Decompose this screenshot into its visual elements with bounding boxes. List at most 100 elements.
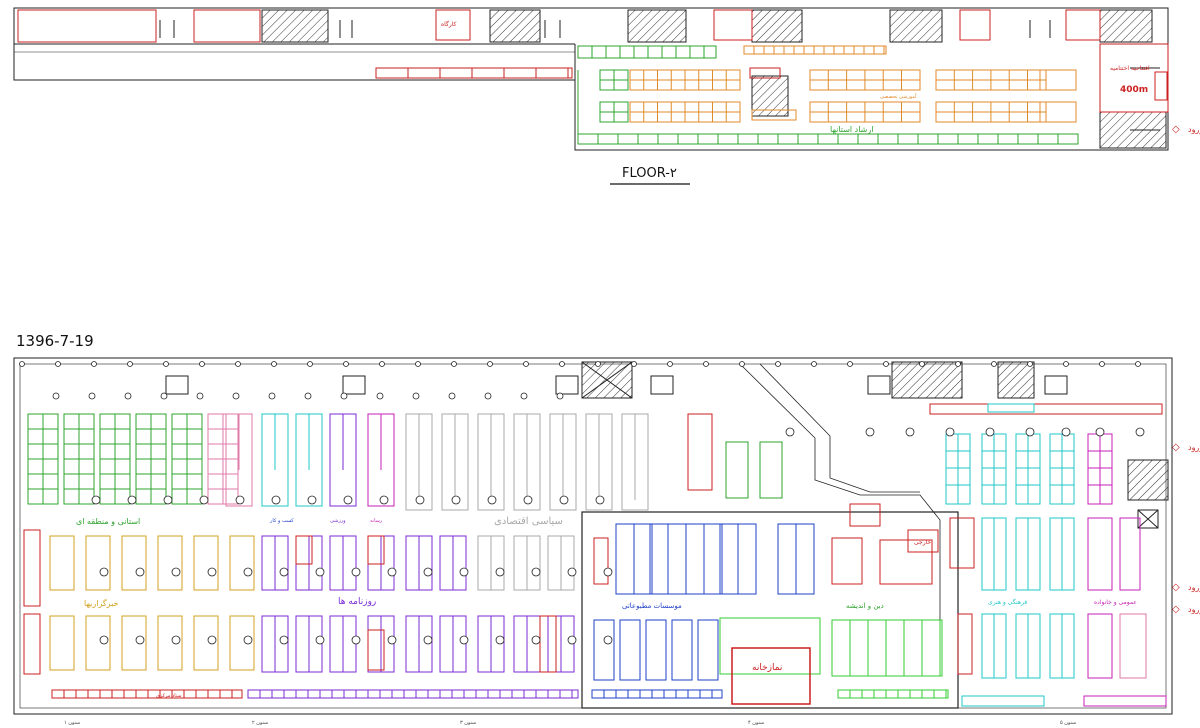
column-circle [279, 567, 289, 577]
column-circle [127, 495, 137, 505]
booth [1087, 517, 1113, 591]
entry-arrow-icon: ◇ [1172, 442, 1180, 453]
column-circle [1099, 361, 1105, 367]
footer-marker: ستون ۴ [748, 720, 764, 726]
footer-markers: ستون ۱ ستون ۲ ستون ۳ ستون ۴ ستون ۵ [64, 720, 1076, 726]
booth-red [367, 629, 385, 671]
column-circle [271, 361, 277, 367]
column-circle [1063, 361, 1069, 367]
column-circle [387, 635, 397, 645]
booth-blue [593, 619, 615, 681]
booth-red [23, 613, 41, 675]
entry-label-3: ورود [1188, 605, 1200, 614]
column-circle [595, 361, 601, 367]
column-circle [991, 361, 997, 367]
column-circle [127, 361, 133, 367]
column-circle [451, 495, 461, 505]
footer-marker: ستون ۲ [252, 720, 268, 726]
column-circle [135, 567, 145, 577]
booth-red [849, 503, 881, 527]
column-circle [703, 361, 709, 367]
booth [1087, 613, 1113, 679]
column-circle [232, 392, 240, 400]
booth-red [687, 413, 713, 491]
booth-gold [157, 615, 183, 671]
column-circle [905, 427, 915, 437]
ground-columns [19, 361, 1145, 645]
column-circle [423, 567, 433, 577]
plan-date: 1396-7-19 [16, 332, 94, 350]
column-circle [243, 635, 253, 645]
booth [1119, 517, 1141, 591]
column-circle [603, 635, 613, 645]
column-circle [423, 635, 433, 645]
booth-orange [751, 109, 797, 121]
column-circle [495, 567, 505, 577]
column-circle [847, 361, 853, 367]
column-circle [99, 567, 109, 577]
ground-entries: ورود ورود ورود ◇ ◇ ◇ ◇ [1172, 124, 1200, 615]
column-circle [459, 635, 469, 645]
column-circle [1025, 427, 1035, 437]
booth-gold [229, 615, 255, 671]
column-circle [379, 495, 389, 505]
column-circle [343, 495, 353, 505]
booth-blue [645, 619, 667, 681]
section-prayer-room: نمازخانه [752, 663, 782, 673]
booth-red [907, 529, 939, 553]
floor2-caption: FLOOR-۲ [622, 166, 677, 181]
column-circle [91, 495, 101, 505]
column-circle [171, 567, 181, 577]
floor2-stairs [261, 9, 1167, 149]
column-circle [199, 495, 209, 505]
booth-red [539, 615, 557, 673]
footer-marker: ستون ۵ [1060, 720, 1076, 726]
entry-arrow-icon: ◇ [1172, 582, 1180, 593]
floor2-kargah: کارگاه [441, 20, 457, 28]
column-circle [19, 361, 25, 367]
booth-gold [229, 535, 255, 591]
column-circle [199, 361, 205, 367]
column-circle [487, 495, 497, 505]
booth-red [367, 535, 385, 565]
booth-gold [49, 615, 75, 671]
column-circle [567, 635, 577, 645]
section-press-institutes: موسسات مطبوعاتی [622, 602, 682, 610]
column-circle [523, 361, 529, 367]
column-circle [451, 361, 457, 367]
ground-booths [23, 403, 1167, 707]
column-circle [387, 567, 397, 577]
column-circle [459, 567, 469, 577]
booth-gold [121, 535, 147, 591]
booth-blue [619, 619, 641, 681]
section-cultural-art: فرهنگی و هنری [988, 598, 1027, 606]
column-circle [379, 361, 385, 367]
column-circle [315, 635, 325, 645]
booth-gold [85, 535, 111, 591]
column-circle [343, 361, 349, 367]
section-general-family: عمومی و خانواده [1094, 599, 1137, 606]
column-circle [631, 361, 637, 367]
footer-marker: ستون ۱ [64, 720, 80, 726]
column-circle [340, 392, 348, 400]
booth-gold [157, 535, 183, 591]
booth-row-green [837, 689, 949, 699]
entry-label-2: ورود [1188, 583, 1200, 592]
column-circle [196, 392, 204, 400]
column-circle [351, 635, 361, 645]
section-newspapers: روزنامه ها [338, 597, 376, 607]
section-political-economic: سیاسی اقتصادی [494, 516, 563, 527]
entry-arrow-icon: ◇ [1172, 124, 1180, 135]
booth-green [831, 619, 943, 677]
booth-red [957, 613, 973, 675]
section-news-agencies: خبرگزاریها [84, 598, 118, 608]
column-circle [1027, 361, 1033, 367]
column-circle [945, 427, 955, 437]
prayer-room-box [731, 647, 811, 705]
column-circle [55, 361, 61, 367]
column-circle [135, 635, 145, 645]
column-circle [1061, 427, 1071, 437]
column-circle [207, 567, 217, 577]
column-circle [448, 392, 456, 400]
